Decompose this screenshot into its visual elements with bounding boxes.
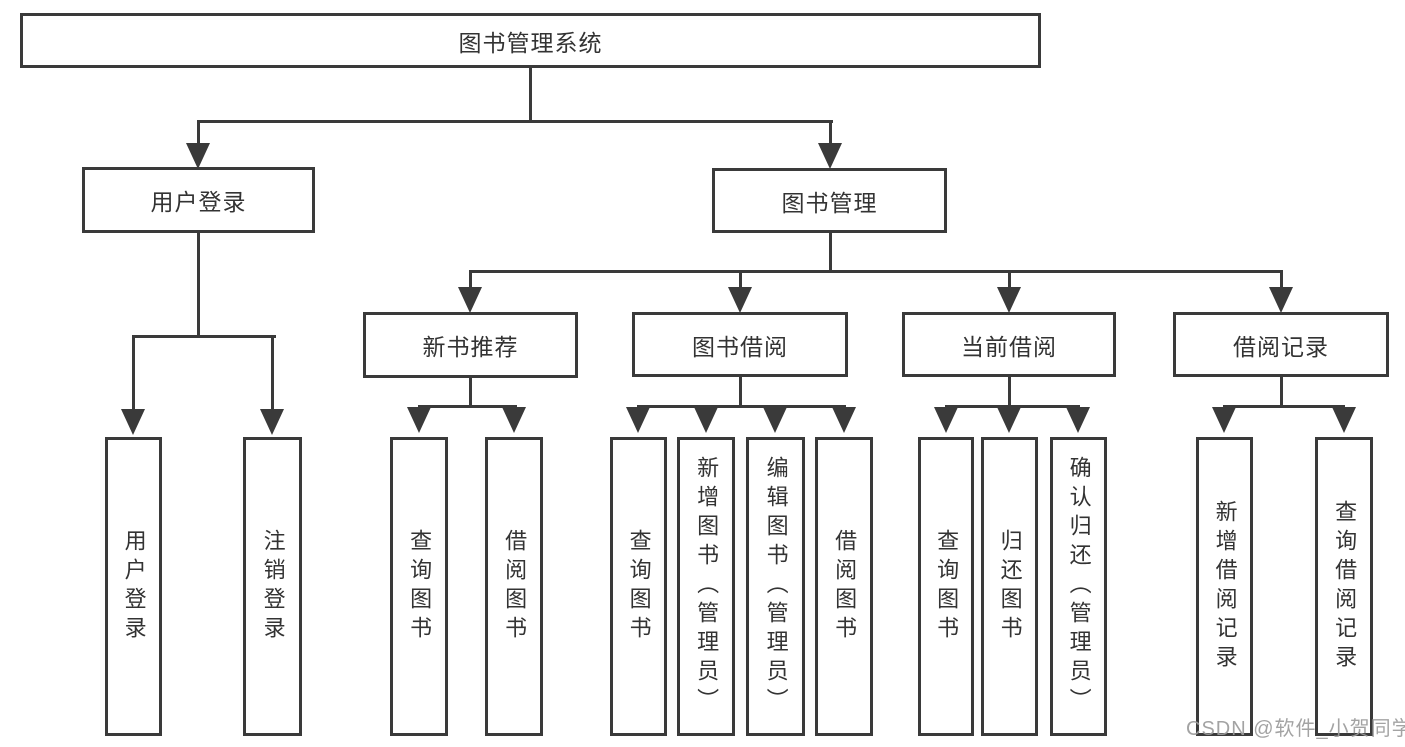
connector-bus-level2 <box>197 120 833 123</box>
leaf-records-query-record: 查询借阅记录 <box>1315 437 1373 736</box>
connector-bus-currentborrow <box>945 405 1080 408</box>
connector-stem-book-mgmt <box>829 120 832 148</box>
leaf-current-query-book: 查询图书 <box>918 437 974 736</box>
arrowhead-bookborrow <box>728 287 752 313</box>
arrowhead-login <box>121 409 145 435</box>
arrowhead-book-mgmt <box>818 143 842 169</box>
connector-recommend-stem <box>469 376 472 407</box>
leaf-records-add-record: 新增借阅记录 <box>1196 437 1253 736</box>
leaf-borrow-borrow-book: 借阅图书 <box>815 437 873 736</box>
connector-stem-user-login <box>197 120 200 148</box>
arrowhead-records <box>1269 287 1293 313</box>
arrowhead-bb-borrow <box>832 407 856 433</box>
arrowhead-bb-add <box>694 407 718 433</box>
leaf-user-login: 用户登录 <box>105 437 162 736</box>
connector-bus-recommend <box>418 405 517 408</box>
arrowhead-rec-add <box>1212 407 1236 433</box>
node-new-book-recommend: 新书推荐 <box>363 312 578 378</box>
connector-userlogin-stem <box>197 233 200 337</box>
node-root: 图书管理系统 <box>20 13 1041 68</box>
arrowhead-currentborrow <box>997 287 1021 313</box>
connector-mgmt-stem <box>829 233 832 272</box>
node-borrow-records: 借阅记录 <box>1173 312 1389 377</box>
leaf-current-confirm-return-admin: 确认归还（管理员） <box>1050 437 1107 736</box>
connector-bus-level3 <box>469 270 1283 273</box>
arrowhead-cb-query <box>934 407 958 433</box>
connector-stem-recommend <box>469 270 472 289</box>
leaf-logout: 注销登录 <box>243 437 302 736</box>
arrowhead-cb-return <box>997 407 1021 433</box>
arrowhead-user-login <box>186 143 210 169</box>
connector-root-stem <box>529 68 532 123</box>
leaf-borrow-add-book-admin: 新增图书（管理员） <box>677 437 735 736</box>
connector-records-stem <box>1280 376 1283 407</box>
leaf-recommend-borrow-book: 借阅图书 <box>485 437 543 736</box>
connector-stem-currentborrow <box>1008 270 1011 289</box>
arrowhead-bb-query <box>626 407 650 433</box>
leaf-borrow-query-book: 查询图书 <box>610 437 667 736</box>
connector-bus-records <box>1223 405 1345 408</box>
arrowhead-logout <box>260 409 284 435</box>
connector-bus-userlogin <box>132 335 276 338</box>
node-book-borrow: 图书借阅 <box>632 312 848 377</box>
arrowhead-bb-edit <box>763 407 787 433</box>
arrowhead-recommend-query <box>407 407 431 433</box>
node-user-login: 用户登录 <box>82 167 315 233</box>
arrowhead-cb-confirm <box>1066 407 1090 433</box>
node-current-borrow: 当前借阅 <box>902 312 1116 377</box>
connector-bookborrow-stem <box>739 376 742 407</box>
connector-stem-bookborrow <box>739 270 742 289</box>
connector-arm-login <box>132 335 135 411</box>
leaf-borrow-edit-book-admin: 编辑图书（管理员） <box>746 437 805 736</box>
arrowhead-recommend <box>458 287 482 313</box>
leaf-recommend-query-book: 查询图书 <box>390 437 448 736</box>
connector-currentborrow-stem <box>1008 376 1011 407</box>
arrowhead-rec-query <box>1332 407 1356 433</box>
connector-stem-records <box>1280 270 1283 289</box>
arrowhead-recommend-borrow <box>502 407 526 433</box>
node-book-management: 图书管理 <box>712 168 947 233</box>
connector-bus-bookborrow <box>637 405 846 408</box>
connector-arm-logout <box>271 335 274 411</box>
watermark: CSDN @软件_小贺同学 <box>1186 718 1405 740</box>
leaf-current-return-book: 归还图书 <box>981 437 1038 736</box>
